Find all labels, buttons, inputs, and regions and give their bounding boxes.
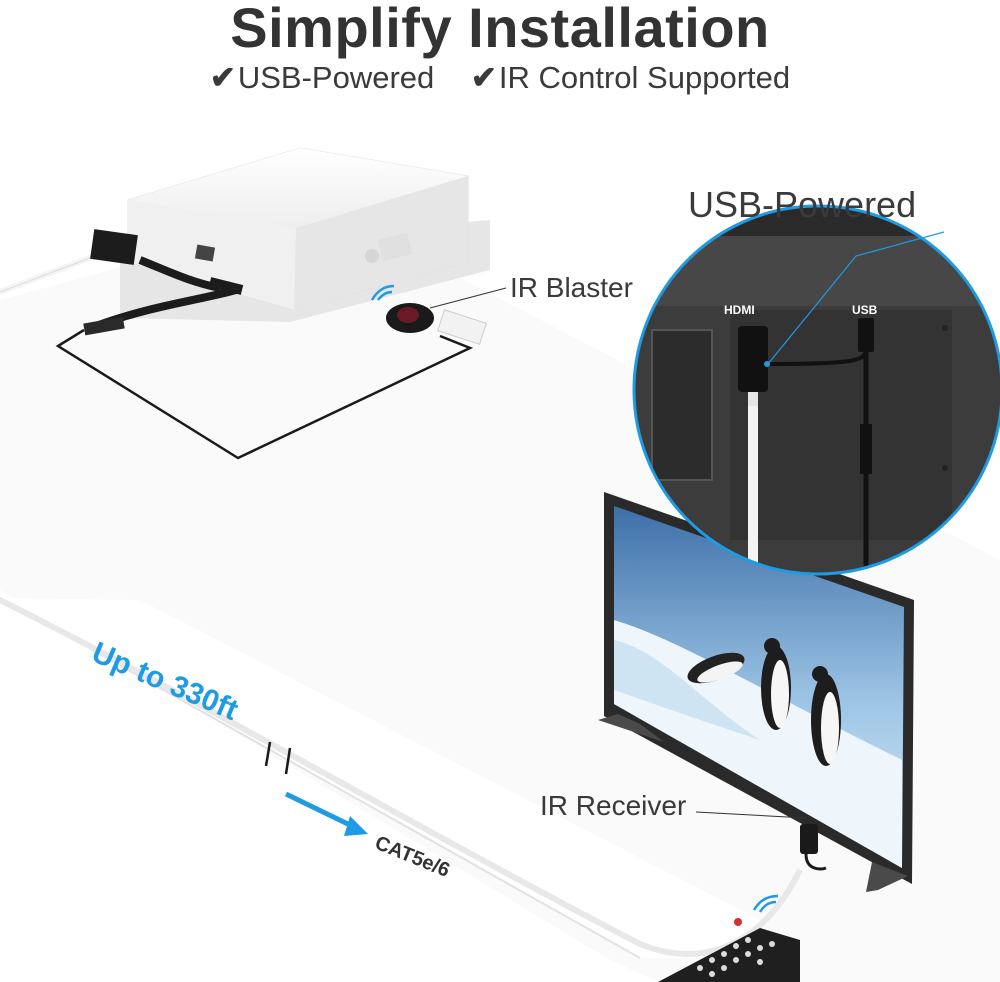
feature-list: ✔USB-Powered ✔IR Control Supported <box>0 58 1000 98</box>
ir-receiver-device <box>695 811 827 871</box>
feature-label: IR Control Supported <box>498 60 791 95</box>
remote-control <box>658 894 800 982</box>
direction-arrow <box>284 791 368 836</box>
usb-port-label: USB <box>852 303 878 317</box>
ir-blaster-callout: IR Blaster <box>510 272 633 303</box>
feature-ir-control: ✔IR Control Supported <box>471 58 790 98</box>
check-icon: ✔ <box>209 60 236 95</box>
check-icon: ✔ <box>470 60 497 95</box>
box-cables <box>0 229 474 460</box>
cable-break-marks <box>264 741 292 775</box>
feature-label: USB-Powered <box>237 60 435 95</box>
feature-usb-powered: ✔USB-Powered <box>210 58 434 98</box>
ir-blaster-device <box>370 284 507 345</box>
ir-receiver-callout: IR Receiver <box>540 790 687 821</box>
television <box>598 492 914 892</box>
page-title: Simplify Installation <box>230 0 770 59</box>
usb-powered-callout: USB-Powered <box>688 184 917 225</box>
hdmi-port-label: HDMI <box>724 303 755 317</box>
penguin-image <box>687 638 841 766</box>
extender-box <box>127 147 469 311</box>
